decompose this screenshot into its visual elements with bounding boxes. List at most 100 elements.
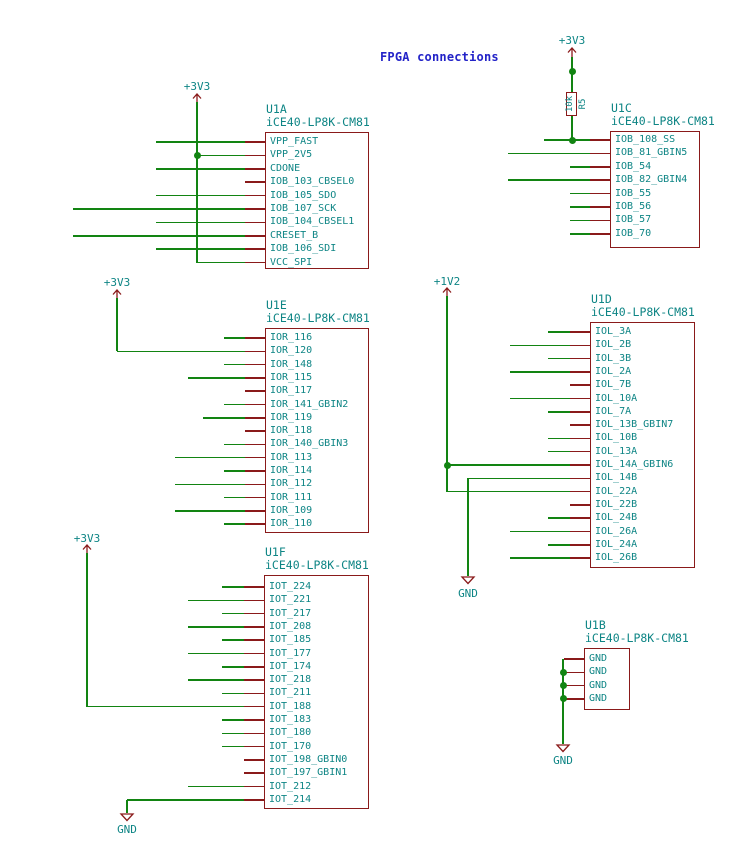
wire-iot188-u1f[interactable] (87, 705, 244, 708)
ic-body[interactable] (584, 648, 630, 710)
pin[interactable] (570, 371, 590, 373)
pin[interactable] (245, 350, 265, 353)
pin[interactable] (244, 785, 264, 788)
pin[interactable] (570, 411, 590, 413)
net-wire[interactable] (222, 719, 244, 721)
net-wire[interactable] (510, 344, 570, 347)
net-wire[interactable] (73, 235, 245, 237)
wire-1v2-rail-u1d[interactable] (446, 296, 448, 493)
net-wire[interactable] (548, 437, 570, 440)
ic-body[interactable] (265, 328, 369, 533)
pin[interactable] (570, 557, 590, 559)
net-wire[interactable] (222, 692, 244, 695)
wire-r5-to-ss[interactable] (571, 116, 573, 141)
net-wire[interactable] (224, 403, 245, 406)
net-wire[interactable] (224, 337, 245, 339)
pin[interactable] (245, 363, 265, 366)
pin[interactable] (245, 235, 265, 237)
net-wire[interactable] (548, 517, 570, 519)
pin[interactable] (245, 483, 265, 486)
net-wire[interactable] (222, 745, 244, 748)
pin[interactable] (570, 544, 590, 546)
pin[interactable] (590, 139, 610, 141)
pin[interactable] (244, 652, 264, 655)
wire-iol14b-u1d[interactable] (468, 477, 570, 479)
net-wire[interactable] (188, 377, 245, 379)
pin[interactable] (244, 692, 264, 695)
pin[interactable] (570, 504, 590, 506)
net-wire[interactable] (510, 530, 570, 533)
wire-3v3-to-r5[interactable] (571, 57, 573, 92)
pin[interactable] (245, 456, 265, 459)
net-wire[interactable] (188, 626, 244, 628)
net-wire[interactable] (175, 456, 245, 459)
pin[interactable] (244, 666, 264, 668)
pin[interactable] (564, 658, 584, 660)
net-wire[interactable] (510, 371, 570, 373)
pin[interactable] (245, 248, 265, 250)
net-wire[interactable] (548, 331, 570, 333)
wire-vccspi-u1a[interactable] (197, 261, 245, 264)
pin[interactable] (244, 759, 264, 761)
pin[interactable] (570, 397, 590, 400)
pin[interactable] (570, 530, 590, 533)
pin[interactable] (244, 772, 264, 774)
net-wire[interactable] (570, 206, 590, 208)
ic-body[interactable] (610, 131, 700, 248)
pin[interactable] (590, 219, 610, 222)
pin[interactable] (245, 496, 265, 499)
net-wire[interactable] (188, 785, 244, 788)
wire-iol22a-u1d[interactable] (447, 490, 570, 493)
net-wire[interactable] (224, 523, 245, 525)
net-wire[interactable] (224, 443, 245, 446)
pin[interactable] (590, 166, 610, 168)
net-wire[interactable] (570, 233, 590, 235)
net-wire[interactable] (156, 221, 245, 224)
pin[interactable] (245, 337, 265, 339)
pin[interactable] (245, 168, 265, 170)
pin[interactable] (570, 357, 590, 360)
net-wire[interactable] (203, 417, 245, 419)
pin[interactable] (245, 390, 265, 392)
pin[interactable] (564, 671, 584, 674)
pin[interactable] (244, 732, 264, 735)
ic-body[interactable] (590, 322, 695, 568)
net-wire[interactable] (222, 612, 244, 615)
pin[interactable] (245, 194, 265, 197)
pin[interactable] (245, 417, 265, 419)
net-wire[interactable] (156, 141, 245, 143)
pin[interactable] (245, 208, 265, 210)
pin[interactable] (244, 626, 264, 628)
net-wire[interactable] (156, 168, 245, 170)
pin[interactable] (244, 612, 264, 615)
pin[interactable] (564, 698, 584, 700)
pin[interactable] (244, 639, 264, 641)
net-wire[interactable] (156, 194, 245, 197)
pin[interactable] (244, 599, 264, 602)
net-wire[interactable] (544, 139, 590, 141)
pin[interactable] (590, 192, 610, 195)
pin[interactable] (245, 443, 265, 446)
pin[interactable] (244, 799, 264, 801)
pin[interactable] (570, 450, 590, 453)
pin[interactable] (590, 179, 610, 181)
pin[interactable] (590, 233, 610, 235)
pin[interactable] (245, 470, 265, 472)
pin[interactable] (245, 377, 265, 379)
net-wire[interactable] (570, 192, 590, 195)
pin[interactable] (245, 403, 265, 406)
net-wire[interactable] (224, 470, 245, 472)
pin[interactable] (245, 523, 265, 525)
pin[interactable] (570, 424, 590, 426)
net-wire[interactable] (188, 679, 244, 681)
pin[interactable] (570, 331, 590, 333)
net-wire[interactable] (222, 732, 244, 735)
pin[interactable] (245, 154, 265, 157)
pin[interactable] (244, 719, 264, 721)
net-wire[interactable] (548, 544, 570, 546)
pin[interactable] (245, 430, 265, 432)
pin[interactable] (244, 705, 264, 708)
net-wire[interactable] (175, 510, 245, 512)
wire-iol14a-u1d[interactable] (447, 464, 570, 466)
net-wire[interactable] (510, 557, 570, 559)
